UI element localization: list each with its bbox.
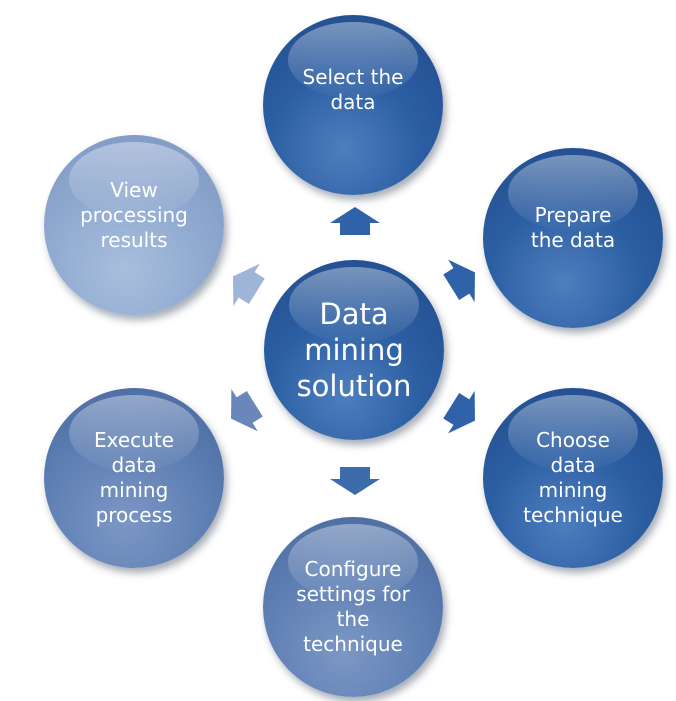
step-execute-process: Execute data mining process (44, 388, 224, 568)
step-select-data-label: Select the data (302, 65, 404, 114)
step-configure-settings-label: Configure settings for the technique (296, 557, 410, 656)
step-configure-settings: Configure settings for the technique (263, 517, 443, 697)
step-choose-technique-label: Choose data mining technique (523, 428, 623, 527)
step-choose-technique: Choose data mining technique (483, 388, 663, 568)
arrow-to-prepare (443, 259, 475, 303)
center-hub-label: Data mining solution (296, 296, 412, 404)
step-view-results-label: View processing results (80, 177, 188, 252)
arrow-to-execute (231, 388, 263, 432)
center-hub: Data mining solution (264, 260, 444, 440)
arrow-to-select (330, 207, 380, 235)
step-execute-process-label: Execute data mining process (94, 428, 174, 527)
step-select-data: Select the data (263, 15, 443, 195)
arrow-to-view (233, 263, 265, 307)
step-prepare-data-label: Prepare the data (530, 203, 616, 252)
step-view-results: View processing results (44, 135, 224, 315)
step-prepare-data: Prepare the data (483, 148, 663, 328)
arrow-to-choose (443, 390, 475, 434)
arrow-to-configure (330, 467, 380, 495)
